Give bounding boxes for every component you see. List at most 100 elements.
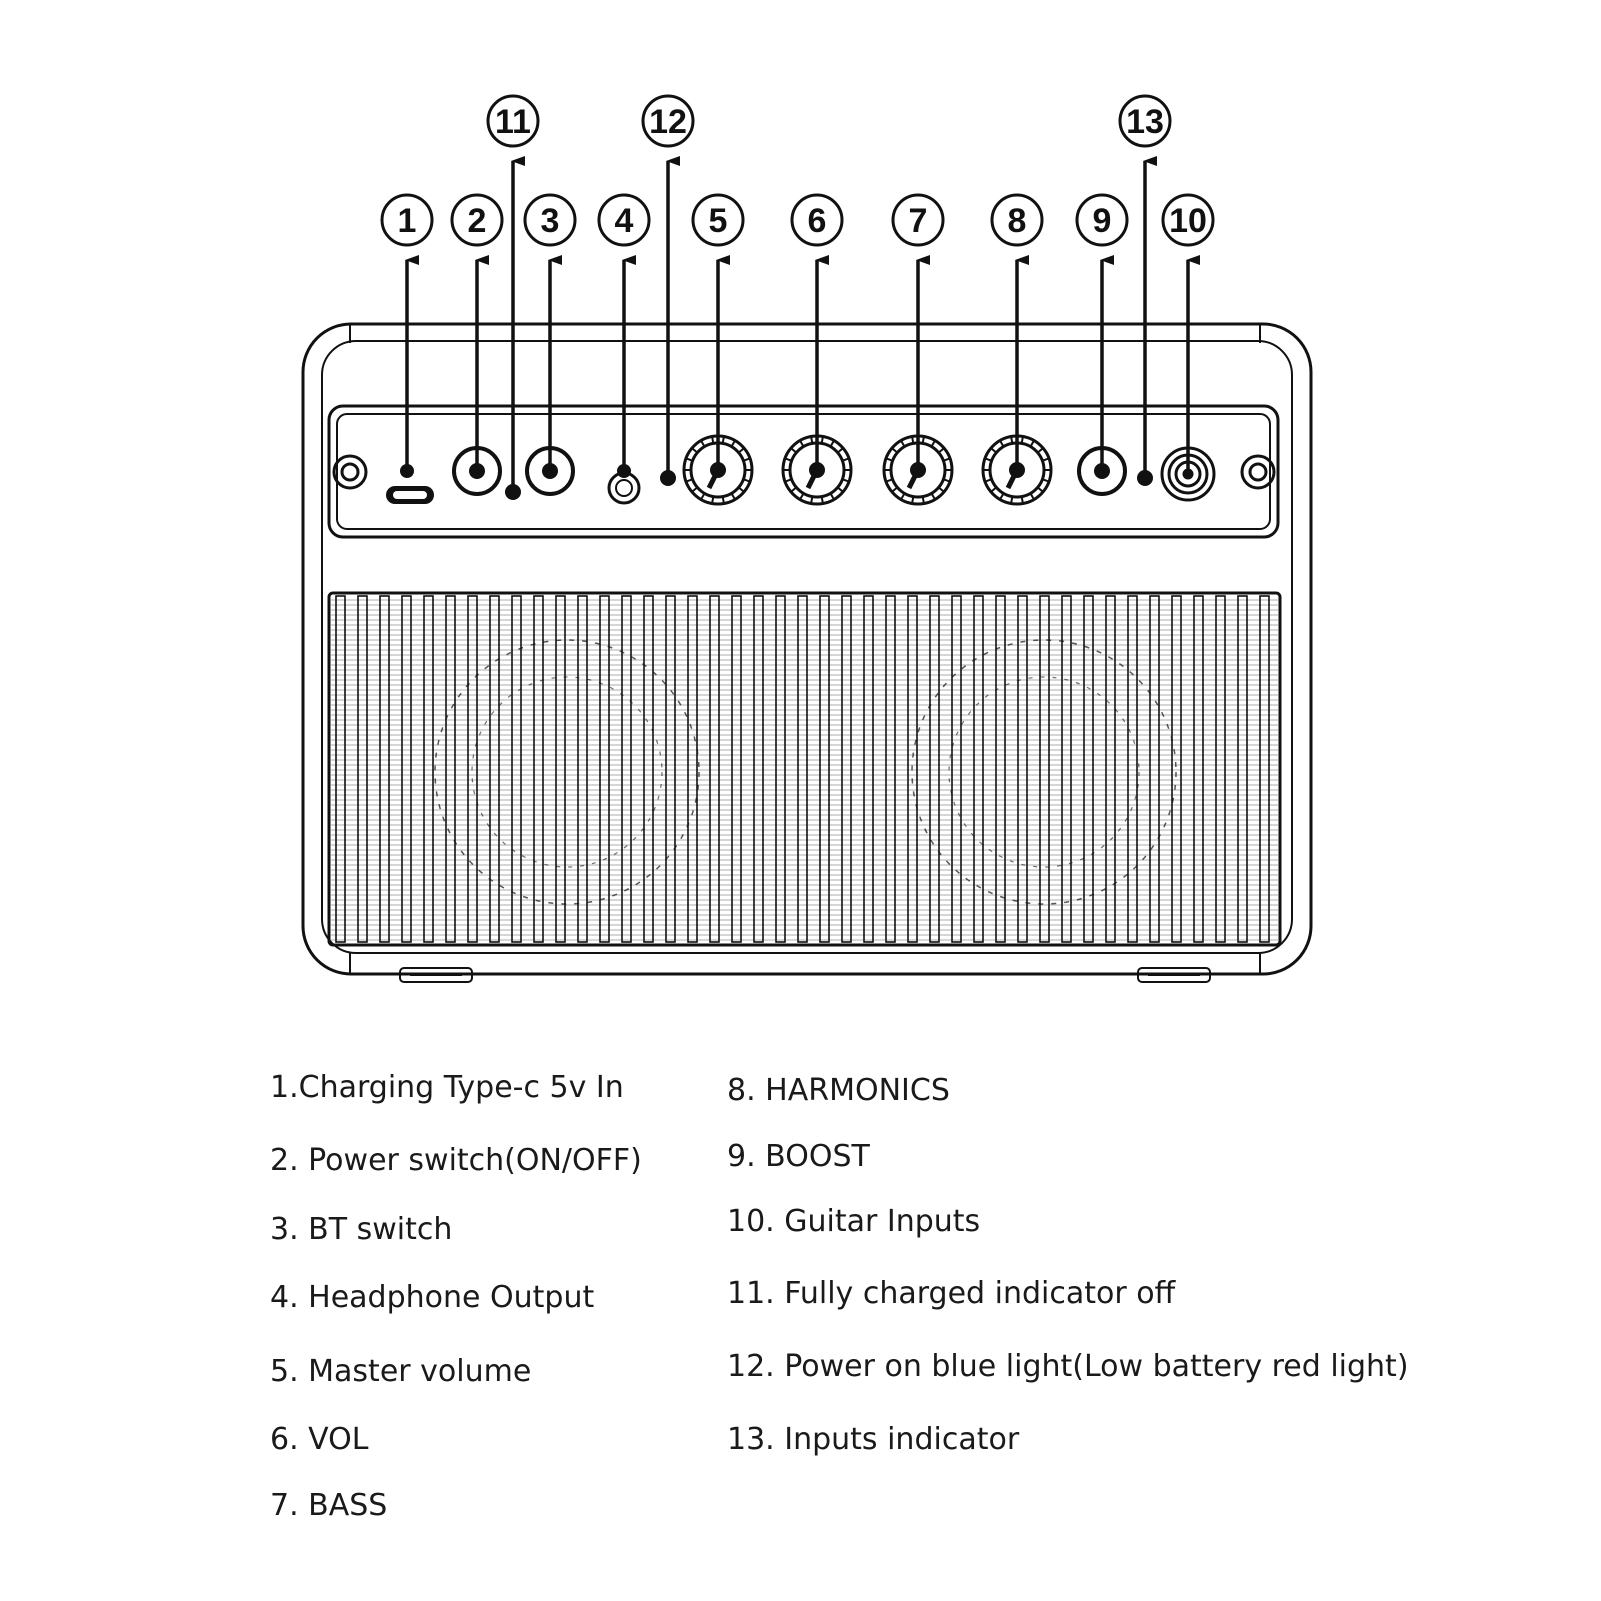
legend-item: 12. Power on blue light(Low battery red … xyxy=(727,1349,1409,1384)
grille-slat xyxy=(357,595,368,943)
grille-slat xyxy=(335,595,346,943)
grille-slat xyxy=(533,595,544,943)
cabinet-feet xyxy=(399,967,1211,983)
legend-item: 10. Guitar Inputs xyxy=(727,1204,981,1239)
callout-4: 4 xyxy=(597,193,651,471)
grille-slat xyxy=(511,595,522,943)
control-panel xyxy=(327,404,1280,539)
grille-slat xyxy=(467,595,478,943)
legend-item: 9. BOOST xyxy=(727,1139,870,1174)
legend-item: 8. HARMONICS xyxy=(727,1073,950,1108)
callout-11: 11 xyxy=(486,94,540,492)
grille-slat xyxy=(621,595,632,943)
callout-number: 13 xyxy=(1126,103,1164,141)
callout-circle xyxy=(597,193,651,247)
legend-item: 4. Headphone Output xyxy=(270,1280,595,1315)
grille-slat xyxy=(489,595,500,943)
callout-1: 1 xyxy=(380,193,434,471)
legend-item: 3. BT switch xyxy=(270,1212,453,1247)
speaker-outline xyxy=(434,639,700,905)
grille-slat xyxy=(1237,595,1248,943)
amp-cabinet xyxy=(301,322,1313,976)
grille-slat xyxy=(1215,595,1226,943)
legend-item: 7. BASS xyxy=(270,1488,388,1523)
type-c-port xyxy=(386,464,434,504)
callout-6: 6 xyxy=(790,193,844,470)
knobs xyxy=(682,434,1053,506)
grille-slat xyxy=(1259,595,1270,943)
callout-number: 2 xyxy=(468,202,487,240)
grille-slat xyxy=(1193,595,1204,943)
grille-slat xyxy=(973,595,984,943)
callout-circle xyxy=(641,94,695,148)
grille-slat xyxy=(1105,595,1116,943)
grille-slat xyxy=(709,595,720,943)
speaker-outline xyxy=(948,676,1140,868)
legend-item: 1.Charging Type-c 5v In xyxy=(270,1070,624,1105)
grille-slat xyxy=(775,595,786,943)
grille-slat xyxy=(819,595,830,943)
grille-slat xyxy=(951,595,962,943)
grille-slat xyxy=(643,595,654,943)
callout-circle xyxy=(891,193,945,247)
callout-number: 12 xyxy=(649,103,687,141)
callout-7: 7 xyxy=(891,193,945,470)
grille-slat xyxy=(423,595,434,943)
grille-slat xyxy=(687,595,698,943)
callout-circle xyxy=(450,193,504,247)
callout-number: 3 xyxy=(541,202,560,240)
callout-circle xyxy=(523,193,577,247)
grille-slat xyxy=(731,595,742,943)
grille-slat xyxy=(1083,595,1094,943)
grille-slat xyxy=(665,595,676,943)
grille-slat xyxy=(577,595,588,943)
grille-slat xyxy=(995,595,1006,943)
grille-slat xyxy=(379,595,390,943)
callout-12: 12 xyxy=(641,94,695,478)
grille-slat xyxy=(907,595,918,943)
callout-circle xyxy=(486,94,540,148)
legend-item: 11. Fully charged indicator off xyxy=(727,1276,1176,1311)
grille-slat xyxy=(555,595,566,943)
callout-circle xyxy=(990,193,1044,247)
legend-item: 5. Master volume xyxy=(270,1354,532,1389)
grille-slat xyxy=(753,595,764,943)
grille-slat xyxy=(885,595,896,943)
panel-screws xyxy=(332,454,1276,490)
callout-circle xyxy=(790,193,844,247)
callout-number: 10 xyxy=(1169,202,1207,240)
callout-number: 6 xyxy=(808,202,827,240)
callout-number: 8 xyxy=(1008,202,1027,240)
grille-slat xyxy=(929,595,940,943)
grille-slat xyxy=(445,595,456,943)
grille-slat xyxy=(1127,595,1138,943)
speaker-outline xyxy=(471,676,663,868)
callout-number: 4 xyxy=(615,202,634,240)
grille-slat xyxy=(1061,595,1072,943)
speaker-grille xyxy=(327,591,1282,947)
callout-circle xyxy=(691,193,745,247)
callout-3: 3 xyxy=(523,193,577,471)
callout-number: 9 xyxy=(1093,202,1112,240)
callout-circle xyxy=(380,193,434,247)
grille-slat xyxy=(841,595,852,943)
speaker-outline xyxy=(911,639,1177,905)
callout-circle xyxy=(1161,193,1215,247)
callout-2: 2 xyxy=(450,193,504,471)
grille-slat xyxy=(797,595,808,943)
grille-slat xyxy=(863,595,874,943)
legend-item: 2. Power switch(ON/OFF) xyxy=(270,1143,642,1178)
grille-slat xyxy=(1039,595,1050,943)
callout-number: 5 xyxy=(709,202,728,240)
legend-item: 6. VOL xyxy=(270,1422,369,1457)
grille-slat xyxy=(1017,595,1028,943)
callout-13: 13 xyxy=(1118,94,1172,478)
legend-item: 13. Inputs indicator xyxy=(727,1422,1020,1457)
callout-circle xyxy=(1075,193,1129,247)
callout-number: 7 xyxy=(909,202,928,240)
grille-slat xyxy=(599,595,610,943)
callout-circle xyxy=(1118,94,1172,148)
callout-number: 1 xyxy=(398,202,417,240)
